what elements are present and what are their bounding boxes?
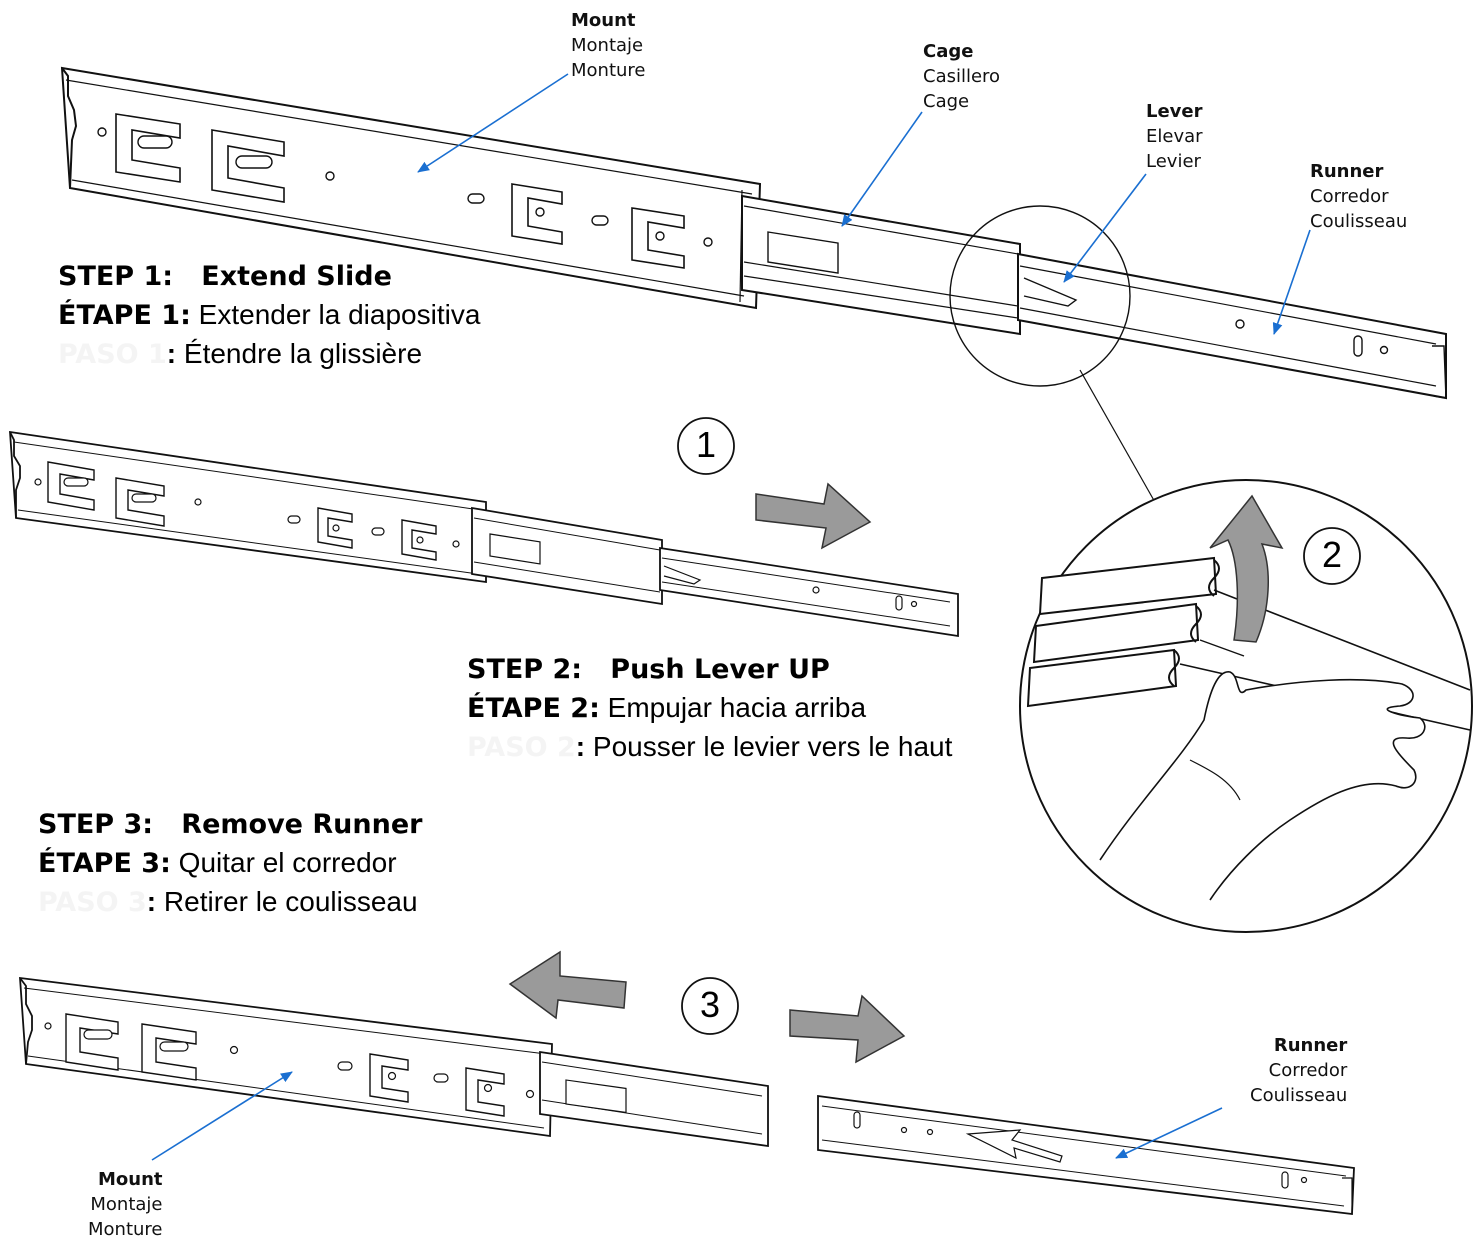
step-3-text: STEP 3: Remove Runner ÉTAPE 3: Quitar el…: [38, 806, 422, 922]
label-cage-es: Casillero: [923, 66, 1001, 87]
label-lever-title: Lever: [1146, 101, 1203, 122]
step-2-fr-row: PASO 2: Pousser le levier vers le haut: [467, 728, 952, 767]
label-mount-top: Mount Montaje Monture: [571, 8, 646, 83]
bottom-mount-assembly: [19, 976, 769, 1148]
step-marker-3-circle: [681, 977, 739, 1035]
label-runner-top-title: Runner: [1310, 161, 1384, 182]
step-1-en: STEP 1: Extend Slide: [58, 261, 392, 292]
step-1-text: STEP 1: Extend Slide ÉTAPE 1: Extender l…: [58, 258, 480, 374]
label-cage: Cage Casillero Cage: [923, 39, 1000, 114]
step-3-fr-row: PASO 3: Retirer le coulisseau: [38, 883, 422, 922]
step-marker-2: 2: [1321, 534, 1343, 575]
step-2-es-row: ÉTAPE 2: Empujar hacia arriba: [467, 689, 952, 728]
middle-runner-rail: [659, 546, 959, 638]
bottom-mount-rail: [19, 976, 553, 1138]
label-mount-bottom-fr: Monture: [88, 1219, 163, 1240]
step-3-fr-prefix: PASO 3: [38, 887, 147, 918]
label-runner-bottom-fr: Coulisseau: [1250, 1085, 1348, 1106]
step-marker-1-circle: [677, 417, 735, 475]
label-runner-bottom-es: Corredor: [1268, 1060, 1348, 1081]
detail-magnifier: [1019, 479, 1473, 933]
bottom-runner-assembly: [817, 1094, 1355, 1216]
top-leaders: [417, 73, 1311, 335]
colon: :: [166, 338, 177, 369]
middle-mount-rail: [9, 430, 487, 584]
step-2-text: STEP 2: Push Lever UP ÉTAPE 2: Empujar h…: [467, 651, 952, 767]
middle-slide-assembly: [9, 430, 959, 638]
step-1-fr-row: PASO 1: Étendre la glissière: [58, 335, 480, 374]
label-lever: Lever Elevar Levier: [1146, 99, 1203, 174]
step-marker-3: 3: [699, 984, 721, 1025]
colon: :: [575, 731, 586, 762]
step-3-es: Quitar el corredor: [170, 847, 397, 878]
step-1-fr-prefix: PASO 1: [58, 339, 167, 370]
step-1-direction-arrow: [755, 482, 872, 550]
label-mount-bottom-title: Mount: [97, 1169, 163, 1190]
step-marker-1: 1: [695, 424, 717, 465]
label-mount-top-es: Montaje: [571, 35, 644, 56]
colon: :: [146, 886, 157, 917]
middle-cage-rail: [471, 506, 663, 606]
step-3-es-prefix: ÉTAPE 3:: [38, 848, 171, 879]
label-runner-bottom-title: Runner: [1273, 1035, 1348, 1056]
top-mount-rail: [60, 66, 762, 310]
step-2-en: STEP 2: Push Lever UP: [467, 654, 830, 685]
label-cage-title: Cage: [923, 41, 974, 62]
step-2-fr-prefix: PASO 2: [467, 732, 576, 763]
label-cage-fr: Cage: [923, 91, 970, 112]
label-lever-es: Elevar: [1146, 126, 1203, 147]
bottom-cage-rail: [539, 1050, 769, 1148]
label-runner-top-es: Corredor: [1310, 186, 1389, 207]
label-mount-bottom-es: Montaje: [90, 1194, 163, 1215]
step-2-es-prefix: ÉTAPE 2:: [467, 693, 600, 724]
step-1-es: Extender la diapositiva: [190, 299, 481, 330]
step-1-es-row: ÉTAPE 1: Extender la diapositiva: [58, 296, 480, 335]
step-2-fr: : Pousser le levier vers le haut: [575, 731, 953, 762]
step-3-es-row: ÉTAPE 3: Quitar el corredor: [38, 844, 422, 883]
label-lever-fr: Levier: [1146, 151, 1201, 172]
step-2-up-arrow: [1209, 494, 1284, 643]
step-3-left-arrow: [508, 950, 627, 1020]
top-slide-assembly: [60, 66, 1447, 505]
label-mount-top-title: Mount: [571, 10, 636, 31]
label-mount-top-fr: Monture: [571, 60, 646, 81]
step-marker-2-circle: [1303, 527, 1361, 585]
bottom-leaders: [151, 1071, 1223, 1161]
step-1-es-prefix: ÉTAPE 1:: [58, 300, 191, 331]
step-2-es: Empujar hacia arriba: [599, 692, 867, 723]
label-runner-top-fr: Coulisseau: [1310, 211, 1408, 232]
label-runner-top: Runner Corredor Coulisseau: [1310, 159, 1407, 234]
label-runner-bottom: Runner Corredor Coulisseau: [1250, 1033, 1347, 1108]
step-3-right-arrow: [789, 994, 906, 1064]
bottom-runner-rail: [817, 1094, 1355, 1216]
label-mount-bottom: Mount Montaje Monture: [88, 1167, 163, 1242]
step-1-fr: : Étendre la glissière: [166, 338, 423, 369]
step-3-en: STEP 3: Remove Runner: [38, 809, 423, 840]
step-3-fr: : Retirer le coulisseau: [146, 886, 418, 917]
